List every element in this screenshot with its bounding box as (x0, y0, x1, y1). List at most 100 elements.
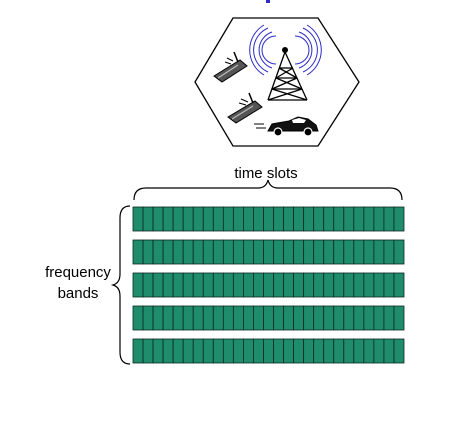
time-slot (383, 206, 395, 232)
time-slot (313, 239, 325, 265)
time-slot (162, 239, 174, 265)
frequency-bands-brace (110, 205, 131, 365)
car-icon (254, 116, 319, 137)
time-slot (222, 305, 234, 331)
time-slot (202, 239, 214, 265)
time-slot (142, 206, 154, 232)
time-slot (232, 239, 244, 265)
time-slot (393, 206, 405, 232)
time-slot (192, 272, 204, 298)
frequency-band (132, 206, 405, 232)
time-slot (142, 338, 154, 364)
time-slot (162, 206, 174, 232)
time-slot (343, 239, 355, 265)
time-slot (182, 305, 194, 331)
time-slot (142, 305, 154, 331)
time-slot (383, 338, 395, 364)
time-slot (232, 206, 244, 232)
time-slot (182, 206, 194, 232)
time-slot (253, 305, 264, 331)
time-slot (283, 338, 294, 364)
time-slot (152, 206, 164, 232)
time-slot (363, 239, 375, 265)
time-slot (273, 206, 284, 232)
time-slot (263, 239, 274, 265)
time-slot (162, 305, 174, 331)
time-slot (263, 206, 274, 232)
time-slot (243, 272, 254, 298)
frequency-band (132, 272, 405, 298)
time-slot (192, 338, 204, 364)
time-slot (293, 338, 305, 364)
frequency-bands-grid (132, 206, 405, 364)
time-slot (243, 305, 254, 331)
time-slot (373, 305, 385, 331)
time-slot (393, 305, 405, 331)
time-slot (152, 272, 164, 298)
time-slot (232, 272, 244, 298)
top-edge-mark (266, 0, 270, 3)
time-slot (393, 239, 405, 265)
time-slot (132, 338, 144, 364)
time-slot (222, 272, 234, 298)
time-slot (132, 239, 144, 265)
time-slot (393, 272, 405, 298)
time-slot (383, 305, 395, 331)
time-slot (202, 206, 214, 232)
cell-hexagon (194, 17, 360, 147)
time-slot (373, 239, 385, 265)
time-slot (212, 305, 224, 331)
time-slot (313, 206, 325, 232)
time-slot (383, 272, 395, 298)
time-slot (283, 239, 294, 265)
time-slot (343, 338, 355, 364)
time-slot (243, 239, 254, 265)
time-slot (353, 206, 365, 232)
time-slot (323, 305, 335, 331)
time-slots-brace (133, 179, 403, 201)
time-slot (293, 239, 305, 265)
time-slot (172, 338, 184, 364)
time-slot (333, 272, 345, 298)
time-slot (363, 206, 375, 232)
time-slot (182, 239, 194, 265)
time-slot (273, 239, 284, 265)
time-slot (212, 239, 224, 265)
time-slot (393, 338, 405, 364)
time-slot (363, 272, 375, 298)
time-slot (172, 305, 184, 331)
time-slot (232, 338, 244, 364)
time-slot (323, 272, 335, 298)
time-slot (142, 239, 154, 265)
time-slot (192, 305, 204, 331)
cell-tower-icon (249, 24, 322, 101)
time-slot (303, 272, 315, 298)
frequency-band (132, 338, 405, 364)
time-slot (212, 206, 224, 232)
time-slot (373, 206, 385, 232)
time-slot (172, 272, 184, 298)
time-slot (383, 239, 395, 265)
time-slot (243, 206, 254, 232)
time-slot (373, 338, 385, 364)
time-slot (142, 272, 154, 298)
time-slot (132, 272, 144, 298)
time-slot (283, 272, 294, 298)
time-slot (333, 239, 345, 265)
time-slot (373, 272, 385, 298)
time-slot (212, 338, 224, 364)
bands-label: bands (58, 285, 99, 302)
time-slots-label: time slots (234, 165, 297, 182)
time-slot (132, 206, 144, 232)
time-slot (293, 206, 305, 232)
time-slot (222, 239, 234, 265)
time-slot (313, 272, 325, 298)
time-slot (192, 239, 204, 265)
time-slot (162, 338, 174, 364)
time-slot (263, 272, 274, 298)
time-slot (172, 239, 184, 265)
frequency-label: frequency (45, 264, 111, 281)
time-slot (192, 206, 204, 232)
time-slot (222, 206, 234, 232)
time-slot (152, 338, 164, 364)
